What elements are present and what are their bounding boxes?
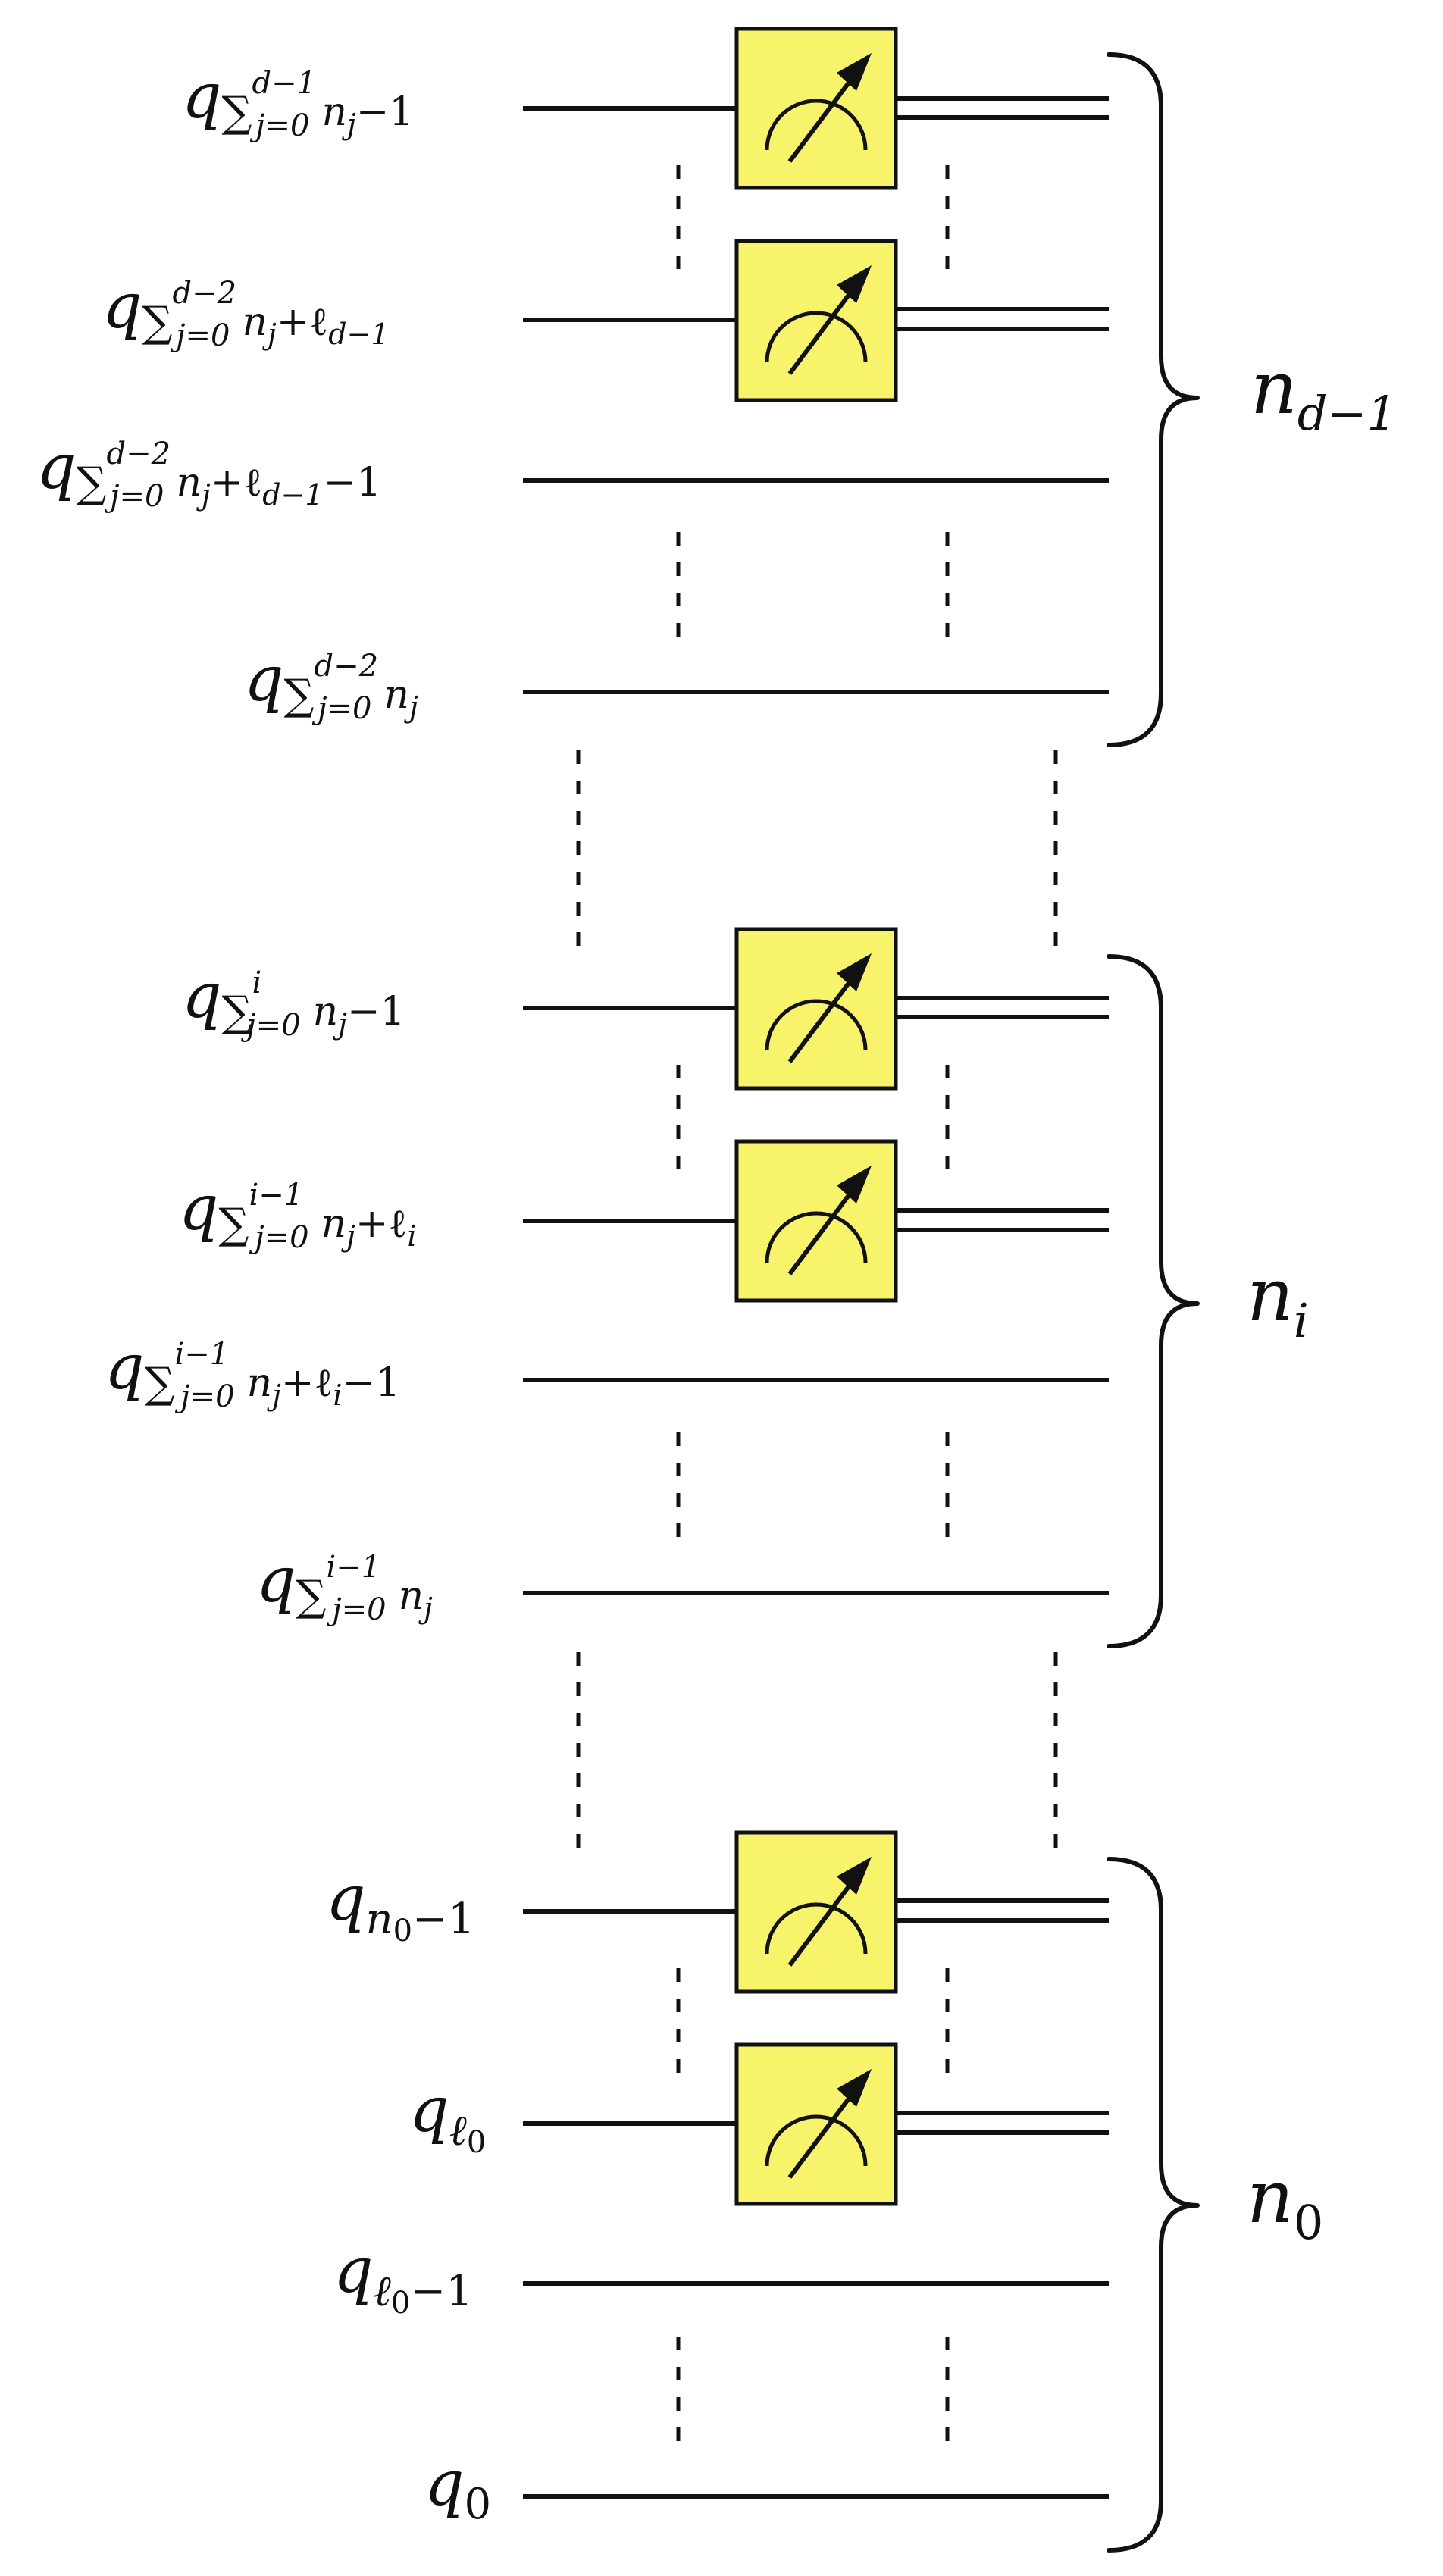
qubit-label-bot-last: qn0−1	[326, 1863, 475, 1948]
group-label-bot: n0	[1247, 2155, 1323, 2250]
qubit-wire-mid-ell	[523, 1208, 1109, 1232]
qubit-label-bot-ell: qℓ0	[409, 2074, 486, 2160]
measurement-meter-icon	[737, 1833, 896, 1992]
qubit-label-bot-ell-minus: qℓ0−1	[333, 2235, 473, 2321]
group-mid	[523, 929, 1200, 1648]
group-top	[523, 29, 1200, 747]
group-brace	[1107, 954, 1200, 1648]
qubit-wire-mid-last	[523, 996, 1109, 1019]
qubit-wire-bot-ell	[523, 2111, 1109, 2135]
group-brace	[1107, 1857, 1200, 2553]
qubit-wire-top-last	[523, 96, 1109, 120]
qubit-wire-bot-last	[523, 1898, 1109, 1923]
group-label-mid: ni	[1247, 1253, 1309, 1348]
measurement-meter-icon	[737, 1141, 896, 1301]
qubit-label-bot-zero: q0	[424, 2448, 491, 2529]
group-brace	[1107, 52, 1200, 747]
measurement-meter-icon	[737, 29, 896, 188]
group-label-top: nd−1	[1250, 346, 1397, 441]
qubit-wire-top-ell	[523, 307, 1109, 331]
measurement-meter-icon	[737, 929, 896, 1088]
measurement-meter-icon	[737, 2045, 896, 2204]
measurement-meter-icon	[737, 241, 896, 400]
group-bot	[523, 1833, 1200, 2553]
